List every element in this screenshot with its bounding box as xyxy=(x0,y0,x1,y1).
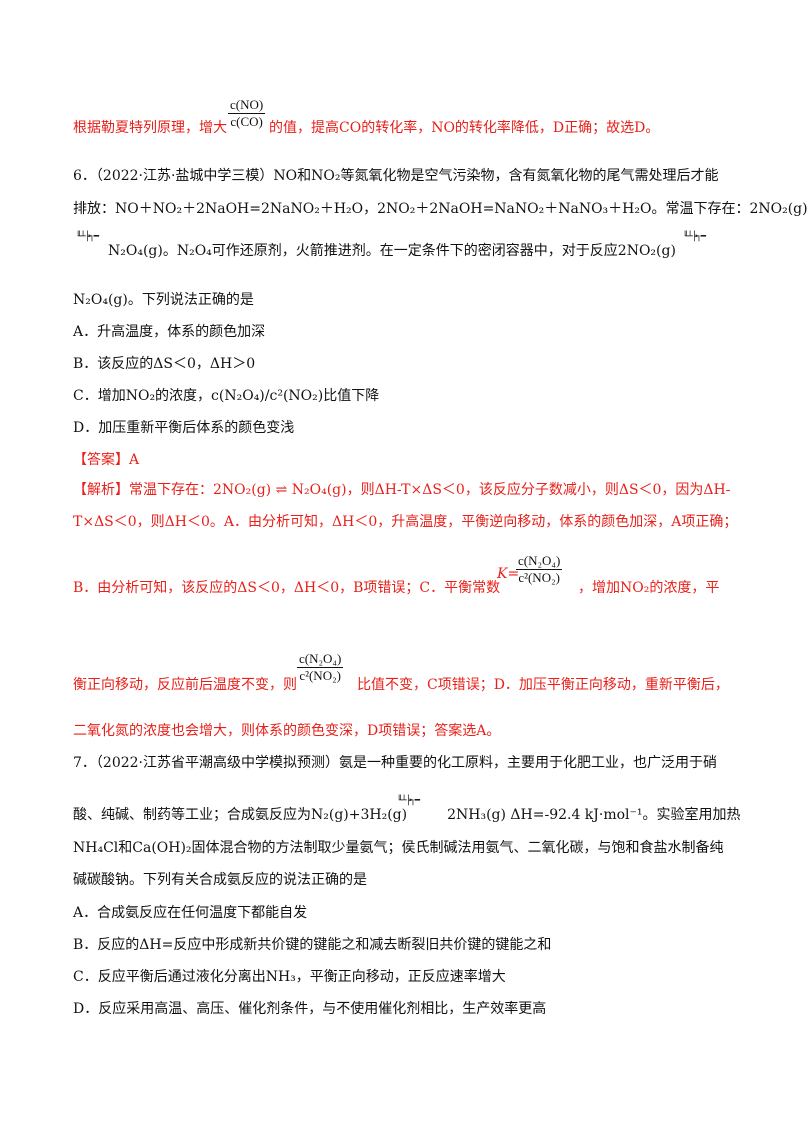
k-numerator: c(N₂O₄) xyxy=(518,553,561,568)
q5-pre: 根据勒夏特列原理，增大 xyxy=(73,120,227,136)
q6-a3-post: ，增加NO₂的浓度，平 xyxy=(578,580,720,596)
q7-option-a: A．合成氨反应在任何温度下都能自发 xyxy=(73,905,308,921)
q6-stem-line3: N₂O₄(g)。N₂O₄可作还原剂，火箭推进剂。在一定条件下的密闭容器中，对于反… xyxy=(108,243,676,259)
q6-option-d: D．加压重新平衡后体系的颜色变浅 xyxy=(73,420,295,436)
q7-l2-pre: 酸、纯碱、制药等工业；合成氨反应为N₂(g)+3H₂(g) xyxy=(73,807,408,823)
q6-a4-post: 比值不变，C项错误；D．加压平衡正向移动，重新平衡后， xyxy=(357,677,729,693)
q6-a4-pre: 衡正向移动，反应前后温度不变，则 xyxy=(73,677,297,693)
k-symbol: K= xyxy=(497,566,520,582)
fraction-numerator: c(NO) xyxy=(230,97,264,112)
ratio-numerator: c(N₂O₄) xyxy=(299,651,342,666)
q6-a3-pre: B．由分析可知，该反应的ΔS＜0，ΔH＜0，B项错误；C．平衡常数 xyxy=(73,580,501,596)
q7-l2-post: 2NH₃(g) ΔH=-92.4 kJ·mol⁻¹。实验室用加热 xyxy=(447,807,741,823)
equilibrium-arrow-icon: ╙┴╞┐━ xyxy=(683,232,706,242)
q7-stem-line3: NH₄Cl和Ca(OH)₂固体混合物的方法制取少量氨气；侯氏制碱法用氨气、二氧化… xyxy=(73,840,724,856)
q7-option-b: B．反应的ΔH=反应中形成新共价键的键能之和减去断裂旧共价键的键能之和 xyxy=(73,937,552,953)
q6-analysis-line4: 衡正向移动，反应前后温度不变，则 比值不变，C项错误；D．加压平衡正向移动，重新平… xyxy=(73,675,729,695)
q7-option-d: D．反应采用高温、高压、催化剂条件，与不使用催化剂相比，生产效率更高 xyxy=(73,1001,547,1017)
k-denominator: c²(NO₂) xyxy=(516,569,563,586)
q6-option-c: C．增加NO₂的浓度，c(N₂O₄)/c²(NO₂)比值下降 xyxy=(73,388,380,404)
q6-option-a: A．升高温度，体系的颜色加深 xyxy=(73,324,266,340)
q7-stem-line1: 7．（2022·江苏省平潮高级中学模拟预测）氨是一种重要的化工原料，主要用于化肥… xyxy=(73,755,717,771)
ratio-denominator: c²(NO₂) xyxy=(297,667,344,684)
q6-option-b: B．该反应的ΔS＜0，ΔH＞0 xyxy=(73,356,256,372)
q7-stem-line2: 酸、纯碱、制药等工业；合成氨反应为N₂(g)+3H₂(g) 2NH₃(g) ΔH=… xyxy=(73,805,741,825)
q5-conclusion: 根据勒夏特列原理，增大 的值，提高CO的转化率，NO的转化率降低，D正确；故选D。 xyxy=(73,118,659,138)
q6-analysis-line2: T×ΔS＜0，则ΔH＜0。A．由分析可知，ΔH＜0，升高温度，平衡逆向移动，体系… xyxy=(73,514,738,530)
q6-stem-line4: N₂O₄(g)。下列说法正确的是 xyxy=(73,292,254,308)
q6-analysis-line5: 二氧化氮的浓度也会增大，则体系的颜色变深，D项错误；答案选A。 xyxy=(73,723,501,739)
q7-stem-line4: 碱碳酸钠。下列有关合成氨反应的说法正确的是 xyxy=(73,872,367,888)
q6-stem-line2: 排放：NO＋NO₂＋2NaOH=2NaNO₂＋H₂O，2NO₂＋2NaOH=Na… xyxy=(73,201,808,217)
equilibrium-arrow-icon: ╙┴╞┐━ xyxy=(76,232,99,242)
q6-stem-line1: 6．（2022·江苏·盐城中学三模）NO和NO₂等氮氧化物是空气污染物，含有氮氧… xyxy=(73,168,719,184)
q6-analysis-line3: B．由分析可知，该反应的ΔS＜0，ΔH＜0，B项错误；C．平衡常数 xyxy=(73,578,500,598)
q7-option-c: C．反应平衡后通过液化分离出NH₃，平衡正向移动，正反应速率增大 xyxy=(73,969,506,985)
equilibrium-constant-fraction: c(N₂O₄) c²(NO₂) xyxy=(516,553,563,586)
q6-answer: 【答案】A xyxy=(73,452,140,468)
q6-analysis-line1: 【解析】常温下存在：2NO₂(g) ⇌ N₂O₄(g)，则ΔH-T×ΔS＜0，该… xyxy=(73,482,731,498)
fraction-denominator: c(CO) xyxy=(228,113,266,130)
equilibrium-arrow-icon: ╙┴╞┐━ xyxy=(397,796,420,806)
ratio-fraction: c(N₂O₄) c²(NO₂) xyxy=(297,651,344,684)
fraction-no-co: c(NO) c(CO) xyxy=(228,97,266,130)
q5-post: 的值，提高CO的转化率，NO的转化率降低，D正确；故选D。 xyxy=(269,120,660,136)
